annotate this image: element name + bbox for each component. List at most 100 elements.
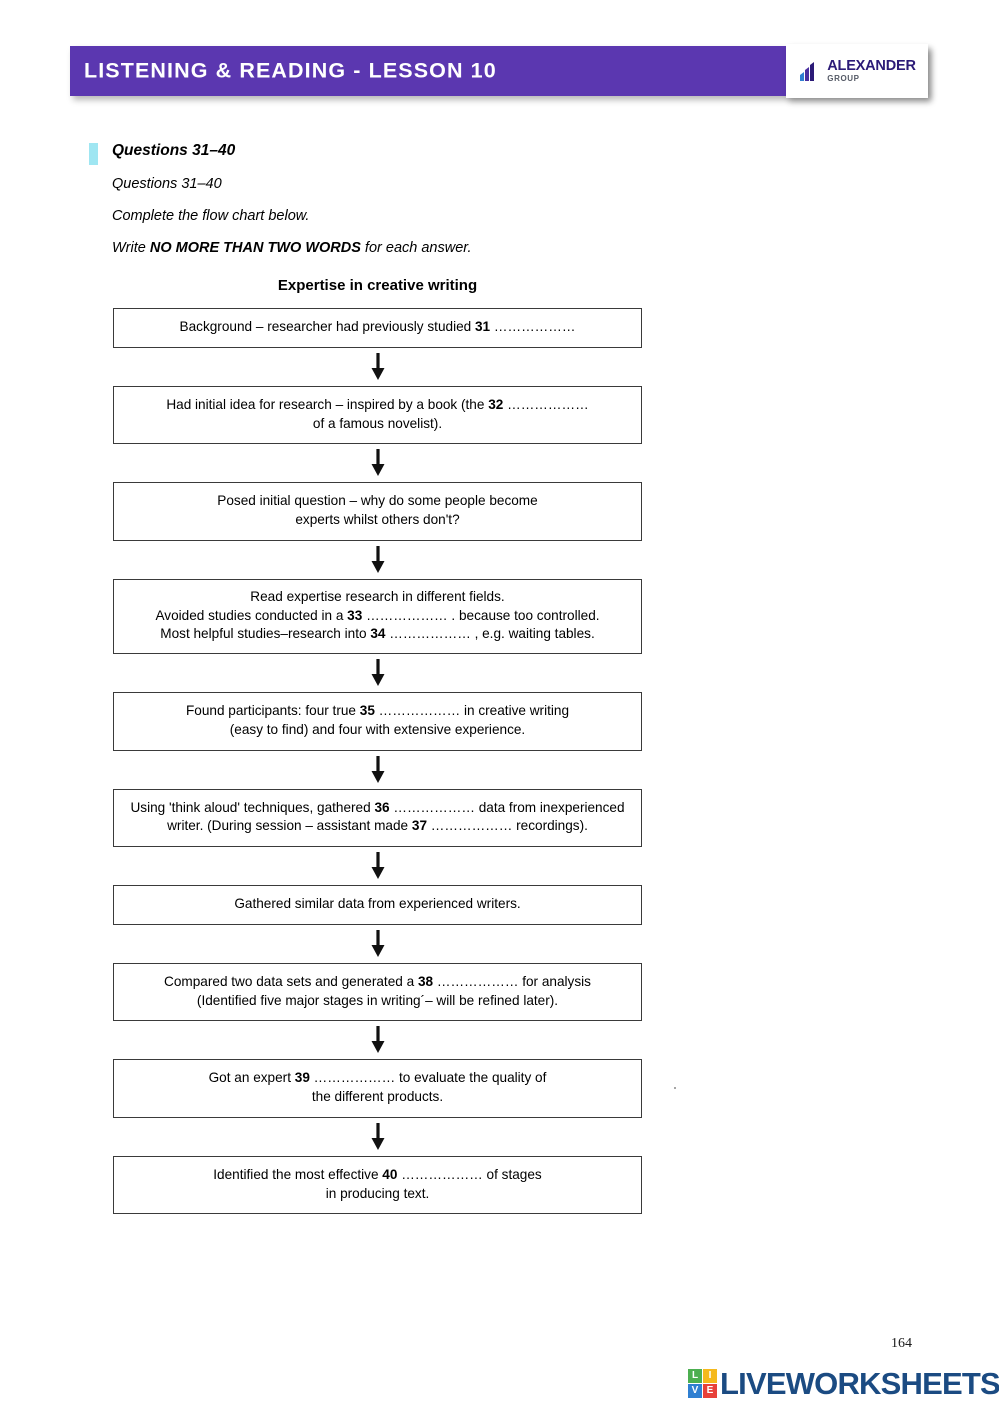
down-arrow-icon — [371, 852, 384, 879]
flow-step-line: Avoided studies conducted in a 33 ………………… — [118, 607, 637, 626]
flow-connector-arrow — [113, 444, 642, 482]
flow-step-text: Avoided studies conducted in a — [155, 607, 348, 623]
flow-step-text: in producing text. — [325, 1185, 430, 1201]
flow-step-line: (easy to find) and four with extensive e… — [118, 721, 637, 740]
scan-artifact-dot — [674, 1087, 676, 1089]
flow-step-text: the different products. — [311, 1089, 444, 1104]
logo-name: ALEXANDER — [827, 57, 916, 74]
flow-step-text: experts whilst others don't? — [295, 512, 460, 527]
flow-step-text: writer. (During session – assistant made — [167, 818, 412, 834]
brand-tile-i: I — [703, 1369, 717, 1383]
flow-connector-arrow — [113, 1021, 642, 1059]
flow-step-text: Posed initial question – why do some peo… — [217, 493, 538, 509]
flow-step-2: Had initial idea for research – inspired… — [113, 385, 642, 445]
flow-step-text: Most helpful studies–research into — [160, 626, 371, 642]
instruction-complete-chart: Complete the flow chart below. — [112, 208, 310, 224]
flow-step-text: ……………… . because too controlled. — [362, 607, 600, 623]
flow-step-text: (easy to find) and four with extensive e… — [229, 721, 526, 737]
questions-range-label: Questions 31–40 — [112, 176, 222, 192]
flow-step-line: Most helpful studies–research into 34 ……… — [118, 625, 637, 644]
flow-step-text: ……………… in creative writing — [374, 703, 570, 718]
flow-step-text: ……………… — [490, 319, 576, 334]
alexander-group-logo: ALEXANDER GROUP — [786, 44, 928, 98]
question-number[interactable]: 35 — [359, 703, 375, 718]
question-number[interactable]: 39 — [294, 1070, 310, 1086]
flow-step-text: Had initial idea for research – inspired… — [166, 396, 489, 412]
flow-step-line: Got an expert 39 ……………… to evaluate the … — [118, 1069, 637, 1088]
flow-connector-arrow — [113, 847, 642, 885]
question-number[interactable]: 34 — [370, 626, 386, 642]
flow-step-text: ……………… to evaluate the quality of — [309, 1070, 547, 1086]
flow-step-line: Compared two data sets and generated a 3… — [118, 973, 637, 992]
flow-step-text: ……………… , e.g. waiting tables. — [385, 626, 595, 642]
flow-step-6: Using 'think aloud' techniques, gathered… — [113, 788, 642, 847]
flow-step-line: in producing text. — [118, 1185, 637, 1204]
flow-connector-arrow — [113, 654, 642, 692]
brand-tile-v: V — [688, 1384, 702, 1398]
question-number[interactable]: 40 — [382, 1166, 398, 1182]
down-arrow-icon — [371, 1122, 384, 1150]
flow-step-4: Read expertise research in different fie… — [113, 578, 642, 654]
question-marker-bar — [89, 143, 98, 165]
down-arrow-icon — [371, 352, 384, 380]
page-number: 164 — [891, 1336, 912, 1351]
word-limit-suffix: for each answer. — [360, 240, 472, 256]
flow-step-text: Gathered similar data from experienced w… — [234, 896, 521, 911]
liveworksheets-wordmark: LIVEWORKSHEETS — [720, 1366, 999, 1401]
page-header: LISTENING & READING - LESSON 10 ALEXANDE… — [70, 44, 928, 98]
flow-step-line: Read expertise research in different fie… — [118, 588, 637, 607]
flow-step-text: Got an expert — [208, 1070, 295, 1086]
flow-step-9: Got an expert 39 ……………… to evaluate the … — [113, 1059, 642, 1118]
flow-step-line: of a famous novelist). — [118, 415, 637, 434]
down-arrow-icon — [371, 449, 384, 477]
flow-step-line: the different products. — [118, 1088, 637, 1107]
question-number[interactable]: 33 — [347, 607, 363, 623]
question-number[interactable]: 36 — [374, 799, 390, 815]
header-bar: LISTENING & READING - LESSON 10 — [70, 46, 928, 96]
flow-step-text: Compared two data sets and generated a — [164, 973, 418, 989]
flow-step-text: Read expertise research in different fie… — [250, 588, 505, 604]
word-limit-emphasis: NO MORE THAN TWO WORDS — [149, 240, 361, 256]
flow-step-text: ……………… — [503, 396, 589, 412]
flow-step-7: Gathered similar data from experienced w… — [113, 885, 642, 925]
flow-step-text: Identified the most effective — [213, 1166, 383, 1182]
page-title: LISTENING & READING - LESSON 10 — [84, 58, 497, 83]
flow-step-line: Had initial idea for research – inspired… — [118, 396, 637, 415]
flow-connector-arrow — [113, 348, 642, 386]
question-number[interactable]: 31 — [475, 319, 491, 334]
flow-step-text: Background – researcher had previously s… — [179, 319, 475, 334]
down-arrow-icon — [371, 755, 384, 783]
logo-text: ALEXANDER GROUP — [827, 57, 916, 84]
flow-step-line: Background – researcher had previously s… — [118, 318, 637, 337]
logo-subtitle: GROUP — [827, 74, 860, 84]
brand-tile-l: L — [688, 1369, 702, 1383]
question-number[interactable]: 37 — [411, 818, 428, 834]
flow-step-5: Found participants: four true 35 ……………… … — [113, 692, 642, 751]
questions-heading: Questions 31–40 — [112, 142, 236, 159]
flow-step-line: experts whilst others don't? — [118, 511, 637, 530]
flow-connector-arrow — [113, 925, 642, 963]
question-number[interactable]: 38 — [417, 973, 434, 989]
bar-chart-mark-icon — [800, 62, 815, 81]
flow-step-text: (Identified five major stages in writing… — [196, 992, 559, 1008]
flow-step-text: of a famous novelist). — [312, 415, 443, 431]
flow-step-text: ……………… data from inexperienced — [389, 799, 625, 815]
flow-step-8: Compared two data sets and generated a 3… — [113, 962, 642, 1022]
flow-step-line: Identified the most effective 40 ……………… … — [118, 1166, 637, 1185]
question-number[interactable]: 32 — [488, 396, 504, 412]
flow-step-line: Found participants: four true 35 ……………… … — [118, 702, 637, 721]
flow-step-text: ……………… recordings). — [427, 818, 588, 834]
flow-connector-arrow — [113, 541, 642, 579]
flow-step-text: Using 'think aloud' techniques, gathered — [130, 799, 375, 815]
word-limit-prefix: Write — [112, 240, 150, 256]
flowchart: Background – researcher had previously s… — [113, 308, 642, 1215]
flow-step-text: Found participants: four true — [185, 703, 360, 718]
flow-step-line: writer. (During session – assistant made… — [118, 817, 637, 836]
flow-step-line: (Identified five major stages in writing… — [118, 992, 637, 1011]
flow-step-10: Identified the most effective 40 ……………… … — [113, 1155, 642, 1215]
down-arrow-icon — [371, 659, 384, 686]
instruction-word-limit: Write NO MORE THAN TWO WORDS for each an… — [112, 240, 472, 256]
flow-step-1: Background – researcher had previously s… — [113, 308, 642, 348]
